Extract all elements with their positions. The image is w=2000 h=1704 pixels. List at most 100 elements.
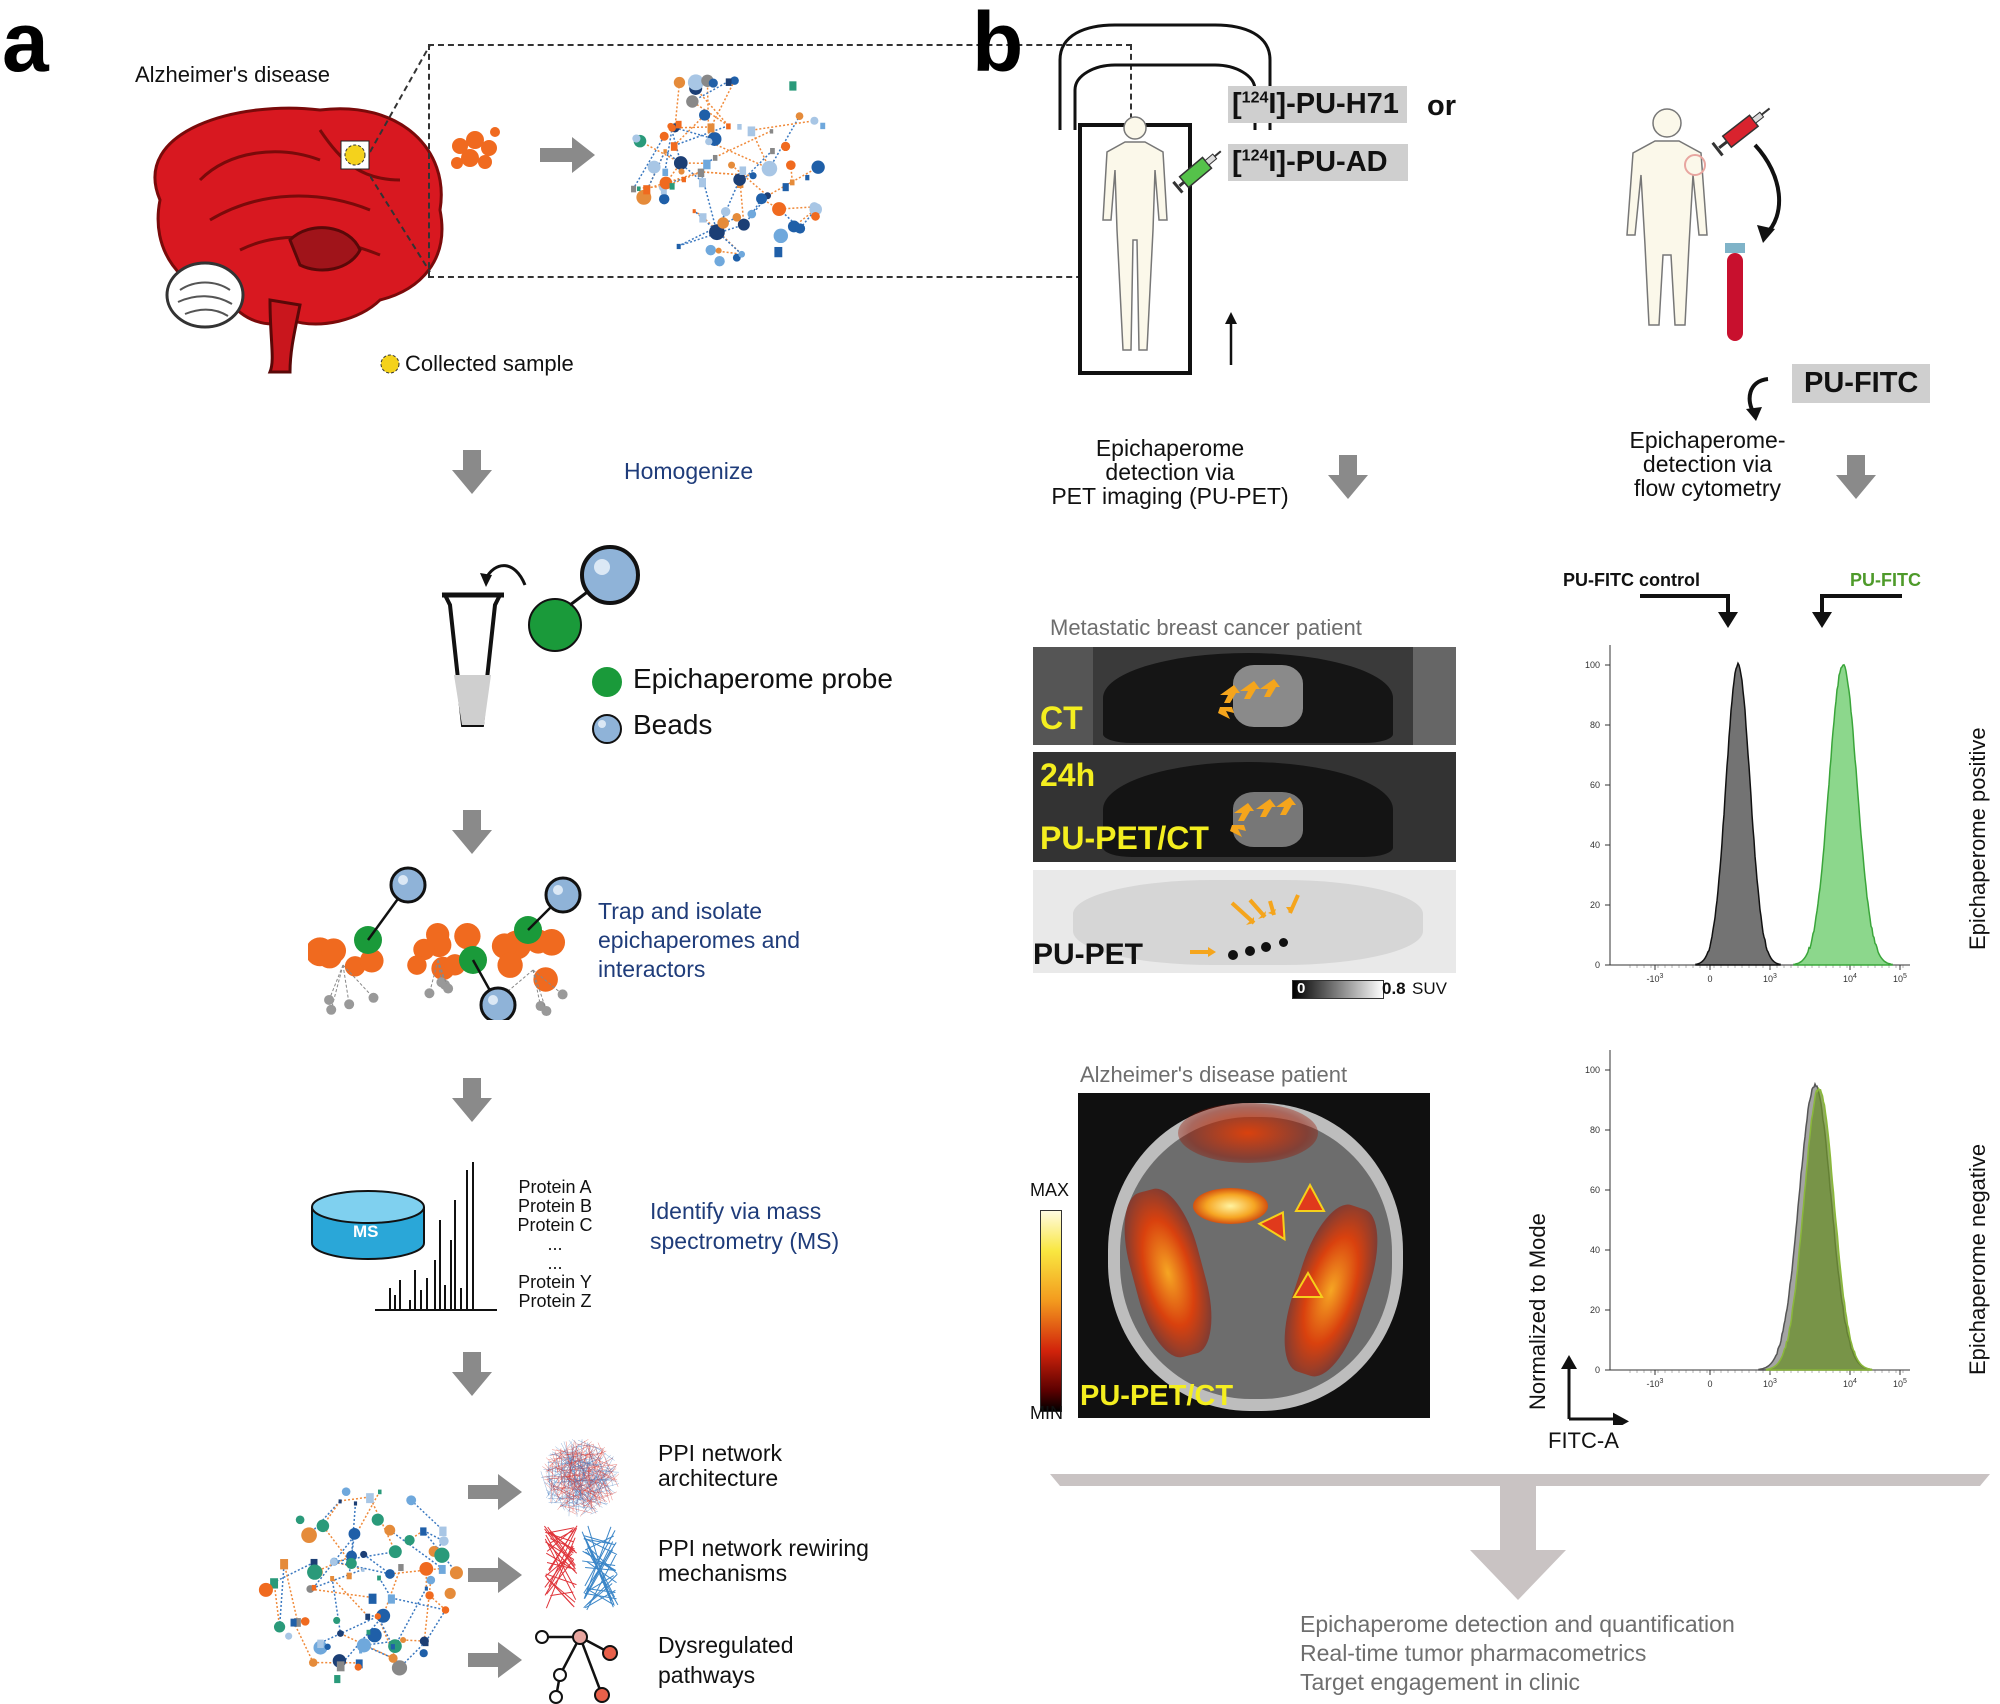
hairball-edge — [559, 1497, 585, 1508]
complex-protein — [538, 928, 566, 956]
rewire-edge-blue — [581, 1531, 614, 1608]
rewire-edge-blue — [587, 1546, 618, 1574]
network-edge — [389, 1529, 443, 1570]
network-node — [678, 168, 685, 175]
pu-fitc-tag: PU-FITC — [1792, 364, 1931, 404]
network-node — [756, 193, 768, 205]
rewire-edge-blue — [585, 1541, 614, 1596]
hairball-edge — [562, 1454, 588, 1498]
legend-probe: Epichaperome probe — [633, 663, 893, 694]
network-node — [388, 1653, 398, 1663]
complex-edge — [437, 959, 449, 989]
network-node — [726, 123, 731, 130]
arrow-down-pet — [1328, 455, 1368, 499]
hairball-edge — [589, 1484, 610, 1493]
network-edge — [662, 171, 702, 189]
rewire-edge-blue — [584, 1589, 616, 1609]
complex-protein — [321, 938, 347, 964]
network-node — [632, 134, 641, 143]
hairball-edge — [580, 1503, 593, 1509]
ms-instrument-icon — [311, 1190, 425, 1260]
network-edge — [320, 1615, 379, 1644]
network-node — [374, 1613, 382, 1620]
rewire-edge-blue — [583, 1526, 612, 1599]
curved-arrow-icon — [1746, 377, 1769, 421]
fitc-legend: PU-FITC — [1850, 570, 1921, 590]
network-edge — [678, 223, 745, 247]
hairball-edge — [576, 1455, 578, 1461]
network-node — [307, 1564, 323, 1580]
network-node — [705, 137, 713, 146]
output-rewire-1: PPI network rewiring — [658, 1535, 869, 1561]
syringe-green-icon — [1172, 150, 1222, 194]
hairball-edge — [546, 1480, 575, 1501]
network-node — [676, 243, 681, 250]
rewire-edge-red — [547, 1526, 576, 1566]
x-tick-label: 103 — [1763, 1378, 1777, 1389]
network-node — [774, 246, 783, 258]
rewire-edge-red — [548, 1527, 578, 1587]
intensity-colorbar — [1040, 1210, 1062, 1412]
output-arch-1: PPI network — [658, 1440, 782, 1466]
output-path-2: pathways — [658, 1662, 756, 1688]
network-node — [273, 1621, 286, 1633]
network-edge — [695, 87, 729, 127]
network-node — [434, 1547, 450, 1563]
network-node — [346, 1572, 352, 1580]
network-node — [733, 173, 746, 186]
network-node — [337, 1630, 344, 1637]
pet-desc-2: detection via — [1105, 459, 1235, 485]
arrow-right-out-3 — [468, 1642, 522, 1678]
rewire-edge-red — [549, 1530, 574, 1554]
hairball-edge — [555, 1460, 577, 1503]
complex-protein — [454, 922, 481, 950]
network-edge — [665, 178, 685, 184]
network-node — [426, 1575, 436, 1585]
network-node — [441, 1606, 450, 1614]
rewire-edge-red — [546, 1541, 578, 1574]
rewire-edge-red — [544, 1528, 576, 1570]
hairball-edge — [560, 1505, 592, 1514]
probe-tube-illustration — [441, 545, 640, 727]
x-tick-label: 105 — [1893, 973, 1907, 984]
network-node — [772, 202, 787, 217]
network-node — [329, 1558, 338, 1566]
hairball-edge — [585, 1492, 596, 1499]
y-tick-label: 0 — [1595, 960, 1600, 970]
hairball-edge — [573, 1502, 585, 1509]
interactome-network-2 — [258, 1487, 463, 1684]
hairball-edge — [587, 1456, 614, 1481]
hairball-edge — [566, 1483, 620, 1499]
suv-max: 0.8 — [1382, 979, 1406, 998]
bead — [389, 866, 427, 904]
network-node — [697, 168, 705, 178]
network-node — [659, 131, 669, 141]
y-tick-label: 100 — [1585, 660, 1600, 670]
hairball-edge — [567, 1445, 578, 1476]
complex-edge — [428, 959, 439, 994]
hairball-edge — [549, 1462, 569, 1469]
network-node — [658, 193, 670, 205]
network-node — [360, 1550, 368, 1558]
rewire-edge-blue — [582, 1560, 616, 1567]
step-identify-2: spectrometry (MS) — [650, 1228, 840, 1254]
ms-label: MS — [353, 1222, 379, 1241]
complex-node — [344, 999, 355, 1010]
network-node — [341, 1487, 351, 1496]
network-node — [631, 185, 637, 193]
hairball-edge — [564, 1500, 579, 1515]
network-edge — [403, 1639, 425, 1642]
network-edge — [389, 1567, 443, 1575]
network-node — [400, 1636, 407, 1644]
hairball-edge — [588, 1446, 605, 1473]
network-edge — [674, 127, 715, 140]
network-node — [699, 213, 707, 223]
network-node — [669, 183, 675, 190]
hairball-edge — [592, 1473, 620, 1498]
bead — [479, 986, 517, 1020]
hairball-edge — [581, 1502, 601, 1516]
collected-sample-icon — [380, 354, 400, 374]
arrow-right-out-1 — [468, 1474, 522, 1510]
